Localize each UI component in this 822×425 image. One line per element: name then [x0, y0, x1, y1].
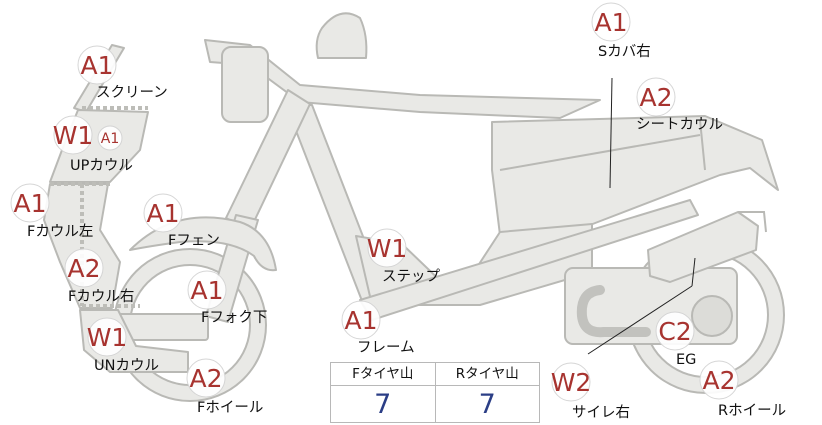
grade-f-cowl-right: A2 — [67, 254, 100, 283]
bike-illustration — [43, 12, 785, 402]
label-engine: EG — [676, 352, 696, 368]
front-tread-label: Fタイヤ山 — [331, 363, 435, 386]
grade-f-fork-lower: A1 — [190, 276, 223, 305]
front-tread-value: 7 — [374, 388, 392, 420]
label-up-cowl: UPカウル — [70, 157, 133, 174]
grade-r-wheel: A2 — [702, 366, 735, 395]
label-r-wheel: Rホイール — [718, 403, 786, 419]
rear-body-shape — [491, 115, 779, 236]
rear-tread-column: Rタイヤ山 7 — [434, 363, 539, 422]
rear-tread-value: 7 — [478, 388, 496, 420]
tread-depth-table: Fタイヤ山 7 Rタイヤ山 7 — [330, 362, 540, 423]
grade-f-wheel: A2 — [189, 364, 222, 393]
part-marker-step[interactable]: W1 ステップ — [367, 228, 441, 285]
grade-frame: A1 — [344, 306, 377, 335]
part-marker-un-cowl[interactable]: W1 UNカウル — [87, 317, 159, 374]
label-f-cowl-right: Fカウル右 — [68, 288, 134, 305]
headlight-shape — [221, 46, 269, 123]
label-un-cowl: UNカウル — [94, 357, 159, 374]
grade-f-cowl-left: A1 — [13, 189, 46, 218]
label-s-cover-right: Sカバ右 — [598, 43, 651, 60]
part-marker-up-cowl[interactable]: W1 A1 UPカウル — [53, 115, 133, 174]
grade-s-cover-right: A1 — [594, 8, 627, 37]
part-marker-f-fork-lower[interactable]: A1 Fフォク下 — [187, 270, 267, 326]
part-marker-f-wheel[interactable]: A2 Fホイール — [186, 358, 263, 416]
sub-grade-up-cowl: A1 — [101, 131, 119, 147]
part-marker-f-cowl-right[interactable]: A2 Fカウル右 — [64, 248, 134, 305]
front-tread-column: Fタイヤ山 7 — [331, 363, 435, 422]
label-screen: スクリーン — [96, 84, 168, 101]
label-frame: フレーム — [357, 340, 415, 356]
grade-f-fender: A1 — [146, 199, 179, 228]
label-f-fork-lower: Fフォク下 — [201, 309, 267, 326]
label-f-wheel: Fホイール — [197, 400, 263, 416]
rear-tread-label: Rタイヤ山 — [435, 363, 539, 386]
grade-up-cowl: W1 — [53, 121, 94, 150]
part-marker-s-cover-right[interactable]: A1 Sカバ右 — [591, 2, 651, 60]
label-muffler-right: サイレ右 — [572, 404, 630, 421]
part-marker-muffler-right[interactable]: W2 サイレ右 — [551, 362, 630, 421]
part-marker-engine[interactable]: C2 EG — [655, 311, 696, 368]
mirror-shape — [315, 12, 368, 59]
label-f-fender: Fフェン — [168, 233, 220, 249]
grade-step: W1 — [367, 234, 408, 263]
grade-muffler-right: W2 — [551, 368, 592, 397]
part-marker-r-wheel[interactable]: A2 Rホイール — [699, 360, 786, 419]
part-marker-frame[interactable]: A1 フレーム — [341, 300, 415, 356]
label-f-cowl-left: Fカウル左 — [27, 223, 93, 240]
grade-un-cowl: W1 — [87, 323, 128, 352]
label-step: ステップ — [382, 268, 440, 285]
part-marker-screen[interactable]: A1 スクリーン — [77, 45, 168, 101]
grade-screen: A1 — [80, 51, 113, 80]
part-marker-f-cowl-left[interactable]: A1 Fカウル左 — [10, 183, 93, 240]
part-marker-seat-cowl[interactable]: A2 シートカウル — [636, 77, 723, 133]
grade-seat-cowl: A2 — [639, 83, 672, 112]
label-seat-cowl: シートカウル — [636, 116, 723, 133]
grade-engine: C2 — [658, 317, 691, 346]
part-marker-f-fender[interactable]: A1 Fフェン — [143, 193, 220, 249]
